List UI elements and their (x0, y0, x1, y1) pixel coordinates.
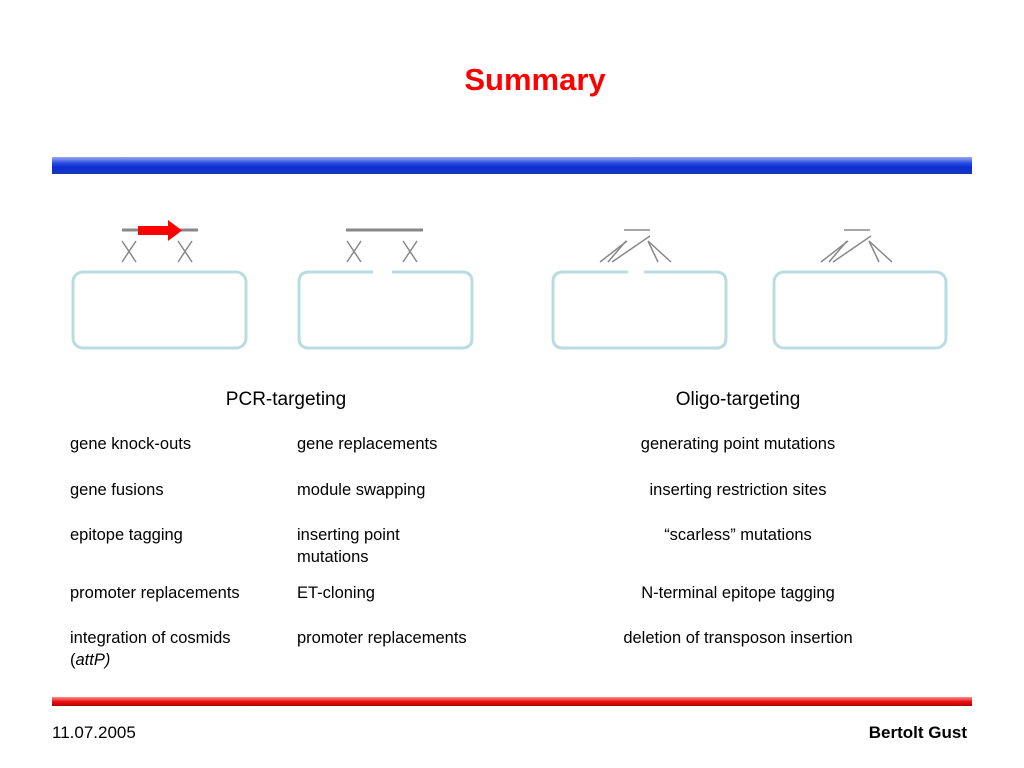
diagram-oligo-gap (551, 229, 728, 350)
marker-arrow-head (168, 220, 182, 241)
top-rule (52, 157, 972, 174)
plasmid-box (551, 270, 728, 350)
pcr-item-paren: ( (70, 651, 76, 669)
footer-author: Bertolt Gust (868, 723, 967, 742)
oligo-cross (832, 235, 872, 263)
diagram-oligo-closed (772, 229, 948, 350)
oligo-arm-right (647, 240, 672, 263)
pcr-item: module swapping (297, 481, 426, 499)
plasmid-box (71, 270, 248, 350)
bottom-rule (52, 697, 972, 706)
pcr-item: gene knock-outs (70, 435, 192, 453)
plasmid-box (297, 270, 474, 350)
pcr-item: promoter replacements (297, 629, 467, 647)
oligo-item: inserting restriction sites (649, 481, 827, 499)
oligo-arm-right (868, 240, 893, 263)
oligo-item: generating point mutations (640, 435, 836, 453)
oligo-item: N-terminal epitope tagging (641, 584, 835, 602)
oligo-item: deletion of transposon insertion (623, 629, 853, 647)
marker-arrow-body (138, 226, 172, 235)
oligo-strand-right (647, 240, 659, 263)
oligo-strand-left (828, 240, 848, 263)
oligo-item: “scarless” mutations (664, 526, 812, 544)
footer-date: 11.07.2005 (52, 723, 136, 742)
pcr-item: gene replacements (297, 435, 438, 453)
pcr-item: promoter replacements (70, 584, 240, 602)
pcr-item: epitope tagging (70, 526, 183, 544)
oligo-strand-right (868, 240, 880, 263)
crossover-left-b (346, 240, 362, 263)
column-header-oligo: Oligo-targeting (675, 389, 801, 410)
pcr-item: integration of cosmids (attP) (70, 627, 280, 671)
oligo-cross (611, 235, 651, 263)
pcr-item-italic: attP) (75, 651, 111, 669)
pcr-item-text: integration of cosmids (70, 629, 231, 647)
page-title: Summary (464, 62, 606, 97)
crossover-left-b (121, 240, 137, 263)
targeting-diagram (71, 220, 948, 350)
pcr-item: inserting point mutations (297, 526, 400, 566)
oligo-strand-left (607, 240, 627, 263)
crossover-right-b (177, 240, 193, 263)
diagram-pcr-gap (297, 228, 474, 350)
pcr-item: ET-cloning (297, 584, 375, 602)
column-header-pcr: PCR-targeting (225, 389, 347, 410)
pcr-item: gene fusions (70, 481, 164, 499)
crossover-right-b (402, 240, 418, 263)
plasmid-box (772, 270, 948, 350)
diagram-pcr-marker (71, 220, 248, 350)
